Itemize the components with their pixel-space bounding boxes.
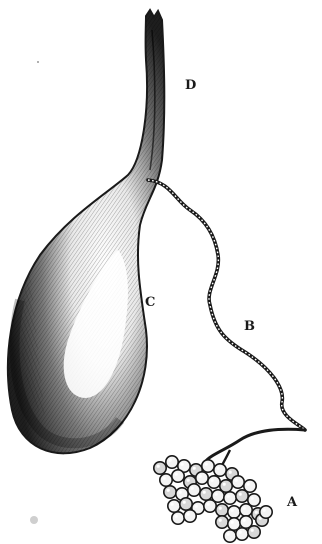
cluster-sphere	[236, 528, 248, 540]
sphere-highlight	[247, 483, 250, 486]
cluster-sphere	[216, 516, 228, 528]
cluster-sphere	[166, 456, 178, 468]
cluster-sphere	[202, 460, 214, 472]
cluster-sphere	[172, 470, 184, 482]
cluster-sphere	[196, 472, 208, 484]
sphere-highlight	[215, 493, 218, 496]
duct	[148, 180, 305, 478]
sphere-highlight	[167, 489, 170, 492]
sphere-highlight	[251, 529, 254, 532]
sphere-highlight	[191, 487, 194, 490]
sphere-highlight	[171, 503, 174, 506]
cluster-sphere	[228, 506, 240, 518]
cluster-sphere	[168, 500, 180, 512]
sphere-highlight	[217, 467, 220, 470]
sphere-highlight	[195, 505, 198, 508]
cluster-sphere	[214, 464, 226, 476]
label-b: B	[244, 320, 255, 333]
sphere-highlight	[207, 503, 210, 506]
sphere-highlight	[199, 475, 202, 478]
sphere-highlight	[183, 501, 186, 504]
cluster-sphere	[164, 486, 176, 498]
cluster-sphere	[172, 512, 184, 524]
sphere-highlight	[219, 519, 222, 522]
bladder-body	[8, 10, 164, 453]
cluster-sphere	[184, 510, 196, 522]
sphere-highlight	[251, 497, 254, 500]
sphere-highlight	[243, 507, 246, 510]
speck	[30, 516, 38, 524]
sphere-highlight	[229, 471, 232, 474]
label-c: C	[145, 296, 155, 309]
sphere-highlight	[175, 473, 178, 476]
sphere-highlight	[219, 507, 222, 510]
cluster-sphere	[188, 484, 200, 496]
label-a: A	[287, 496, 297, 509]
sphere-highlight	[243, 519, 246, 522]
cluster-sphere	[232, 476, 244, 488]
cluster-sphere	[260, 506, 272, 518]
cluster-sphere	[160, 474, 172, 486]
sphere-highlight	[231, 509, 234, 512]
sphere-highlight	[181, 463, 184, 466]
sphere-highlight	[169, 459, 172, 462]
sphere-highlight	[231, 521, 234, 524]
speck-small	[37, 61, 39, 63]
cluster-sphere	[240, 504, 252, 516]
sphere-highlight	[211, 479, 214, 482]
cluster-sphere	[236, 490, 248, 502]
sphere-highlight	[193, 467, 196, 470]
cluster-sphere	[204, 500, 216, 512]
sphere-highlight	[205, 463, 208, 466]
sphere-highlight	[227, 533, 230, 536]
grape-cluster	[154, 456, 272, 542]
cluster-sphere	[224, 492, 236, 504]
sphere-highlight	[235, 479, 238, 482]
sphere-highlight	[223, 483, 226, 486]
sphere-highlight	[203, 491, 206, 494]
label-d: D	[185, 79, 196, 92]
cluster-sphere	[216, 504, 228, 516]
sphere-highlight	[187, 479, 190, 482]
cluster-sphere	[200, 488, 212, 500]
sphere-highlight	[179, 491, 182, 494]
sphere-highlight	[263, 509, 266, 512]
sphere-highlight	[187, 513, 190, 516]
sphere-highlight	[163, 477, 166, 480]
cluster-sphere	[180, 498, 192, 510]
sphere-highlight	[255, 511, 258, 514]
cluster-sphere	[248, 526, 260, 538]
sphere-highlight	[227, 495, 230, 498]
sphere-highlight	[175, 515, 178, 518]
sphere-highlight	[239, 493, 242, 496]
cluster-sphere	[154, 462, 166, 474]
sphere-highlight	[239, 531, 242, 534]
cluster-sphere	[224, 530, 236, 542]
sphere-highlight	[157, 465, 160, 468]
cluster-sphere	[208, 476, 220, 488]
